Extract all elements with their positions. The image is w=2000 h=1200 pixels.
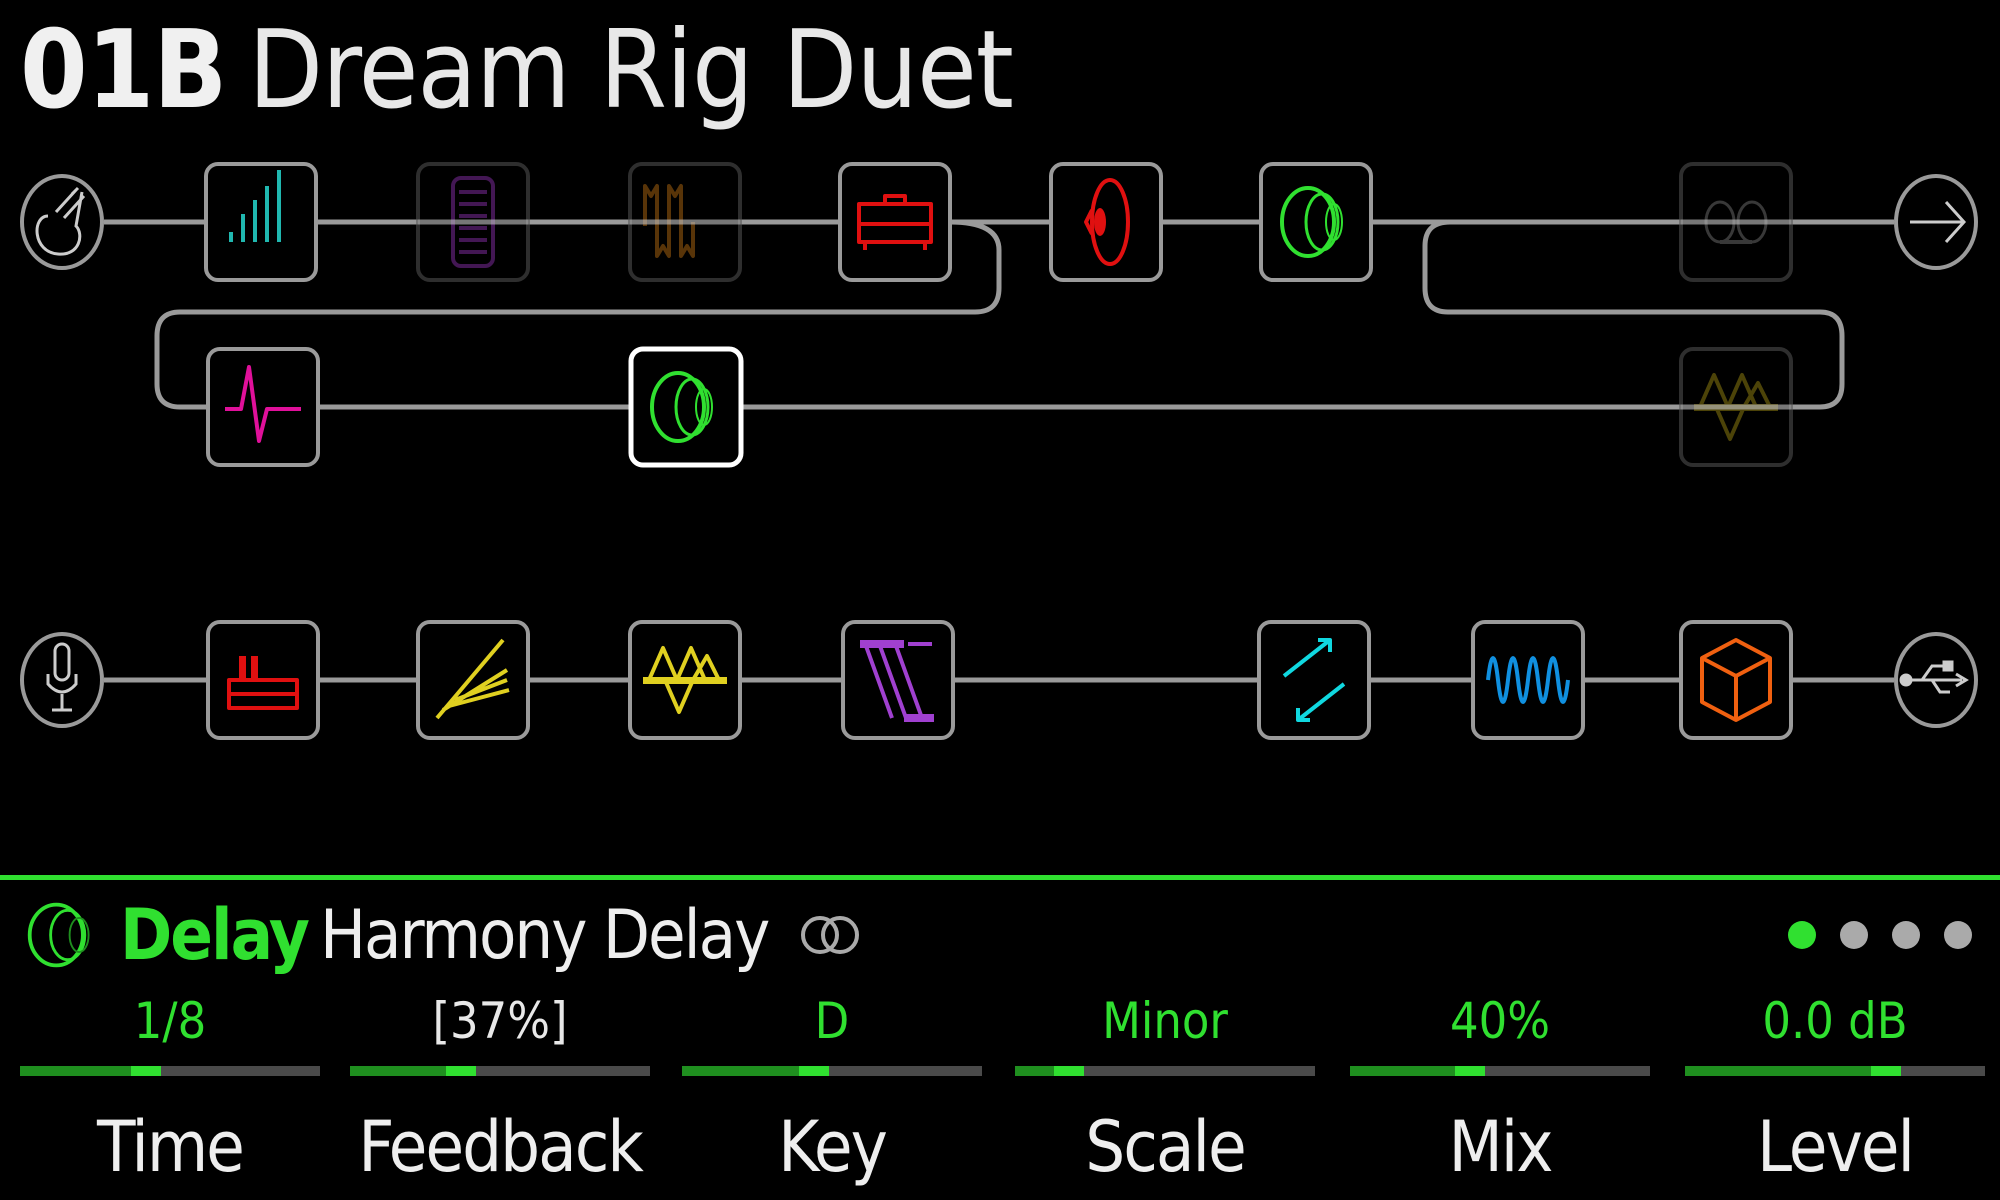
path1b-block-3[interactable] — [1679, 347, 1793, 467]
param-level[interactable]: 0.0 dB Level — [1685, 990, 1985, 1188]
param-slider-knob[interactable] — [1455, 1066, 1485, 1076]
signal-wires — [104, 219, 1894, 683]
param-label: Scale — [1085, 1106, 1246, 1188]
modulation-icon — [1486, 656, 1570, 704]
param-slider[interactable] — [682, 1066, 982, 1076]
param-label: Key — [778, 1106, 888, 1188]
guitar-input-icon — [35, 186, 86, 256]
path1-output[interactable] — [1894, 174, 1978, 270]
looper-icon — [1704, 200, 1768, 244]
param-slider[interactable] — [1350, 1066, 1650, 1076]
path2-block-5[interactable] — [1257, 620, 1371, 740]
page-dot-4[interactable] — [1944, 921, 1972, 949]
path2-block-7[interactable] — [1679, 620, 1793, 740]
path2-block-4[interactable] — [841, 620, 955, 740]
param-slider[interactable] — [20, 1066, 320, 1076]
param-value: 1/8 — [133, 992, 207, 1050]
wah-icon — [451, 176, 495, 268]
path1-input[interactable] — [20, 174, 104, 270]
usb-output-icon — [1899, 660, 1969, 694]
param-value: 40% — [1450, 992, 1550, 1050]
param-label: Time — [97, 1106, 245, 1188]
param-slider-knob[interactable] — [446, 1066, 476, 1076]
impulse-icon — [225, 365, 301, 443]
path1-loop-wire — [154, 219, 1845, 410]
path1-block-1[interactable] — [204, 162, 318, 282]
param-slider-fill — [1685, 1066, 1871, 1076]
page-dot-1[interactable] — [1788, 921, 1816, 949]
amp-icon — [857, 194, 933, 250]
path1b-block-1[interactable] — [206, 347, 320, 467]
preset-number: 01B — [20, 8, 227, 133]
page-dot-3[interactable] — [1892, 921, 1920, 949]
path1-block-3[interactable] — [628, 162, 742, 282]
path1-block-5[interactable] — [1049, 162, 1163, 282]
param-slider-fill — [682, 1066, 799, 1076]
delay-icon — [650, 371, 713, 443]
param-slider-fill — [1350, 1066, 1455, 1076]
param-slider-knob[interactable] — [799, 1066, 829, 1076]
page-indicator — [1788, 921, 1972, 949]
mic-input-icon — [46, 642, 78, 712]
path2-block-3[interactable] — [628, 620, 742, 740]
preset-name: Dream Rig Duet — [248, 8, 1014, 133]
path1b-block-2[interactable] — [628, 346, 744, 468]
param-slider-fill — [350, 1066, 446, 1076]
square-wave-icon — [643, 184, 695, 258]
param-value: [37%] — [432, 992, 568, 1050]
path1-block-7[interactable] — [1679, 162, 1793, 282]
send-return-icon — [1282, 638, 1346, 722]
param-slider-knob[interactable] — [131, 1066, 161, 1076]
param-value: Minor — [1102, 992, 1228, 1050]
param-label: Level — [1756, 1106, 1915, 1188]
param-label: Feedback — [358, 1106, 644, 1188]
reverb-icon — [1700, 638, 1772, 722]
path2-block-2[interactable] — [416, 620, 530, 740]
path2-block-6[interactable] — [1471, 620, 1585, 740]
page-dot-2[interactable] — [1840, 921, 1868, 949]
pitch-icon — [643, 646, 727, 714]
filter-icon — [860, 640, 934, 722]
path1-block-6[interactable] — [1259, 162, 1373, 282]
param-key[interactable]: D Key — [682, 990, 982, 1188]
editor-divider — [0, 875, 2000, 880]
stereo-link-icon — [801, 916, 860, 954]
param-slider-fill — [1015, 1066, 1054, 1076]
path2-output[interactable] — [1894, 632, 1978, 728]
path2-input[interactable] — [20, 632, 104, 728]
param-slider[interactable] — [1015, 1066, 1315, 1076]
delay-icon — [27, 902, 90, 968]
param-label: Mix — [1448, 1106, 1553, 1188]
selected-block-header: Delay Harmony Delay — [24, 894, 862, 976]
param-scale[interactable]: Minor Scale — [1015, 990, 1315, 1188]
eq-icon — [229, 170, 281, 242]
param-mix[interactable]: 40% Mix — [1350, 990, 1650, 1188]
block-category: Delay — [120, 894, 310, 976]
param-slider-knob[interactable] — [1871, 1066, 1901, 1076]
delay-icon — [1280, 186, 1343, 258]
param-time[interactable]: 1/8 Time — [20, 990, 320, 1188]
param-value: D — [814, 992, 850, 1050]
path1-block-2[interactable] — [416, 162, 530, 282]
param-value: 0.0 dB — [1762, 992, 1908, 1050]
distortion-icon — [435, 638, 510, 720]
signal-flow — [20, 162, 1978, 740]
param-slider[interactable] — [1685, 1066, 1985, 1076]
pitch-icon — [1694, 373, 1778, 441]
param-feedback[interactable]: [37%] Feedback — [350, 990, 650, 1188]
param-slider[interactable] — [350, 1066, 650, 1076]
preamp-icon — [227, 656, 299, 710]
output-arrow-icon — [1910, 200, 1967, 244]
path1-block-4[interactable] — [838, 162, 952, 282]
cab-icon — [1084, 178, 1130, 266]
path2-block-1[interactable] — [206, 620, 320, 740]
param-slider-fill — [20, 1066, 131, 1076]
param-slider-knob[interactable] — [1054, 1066, 1084, 1076]
block-model[interactable]: Harmony Delay — [319, 895, 770, 975]
